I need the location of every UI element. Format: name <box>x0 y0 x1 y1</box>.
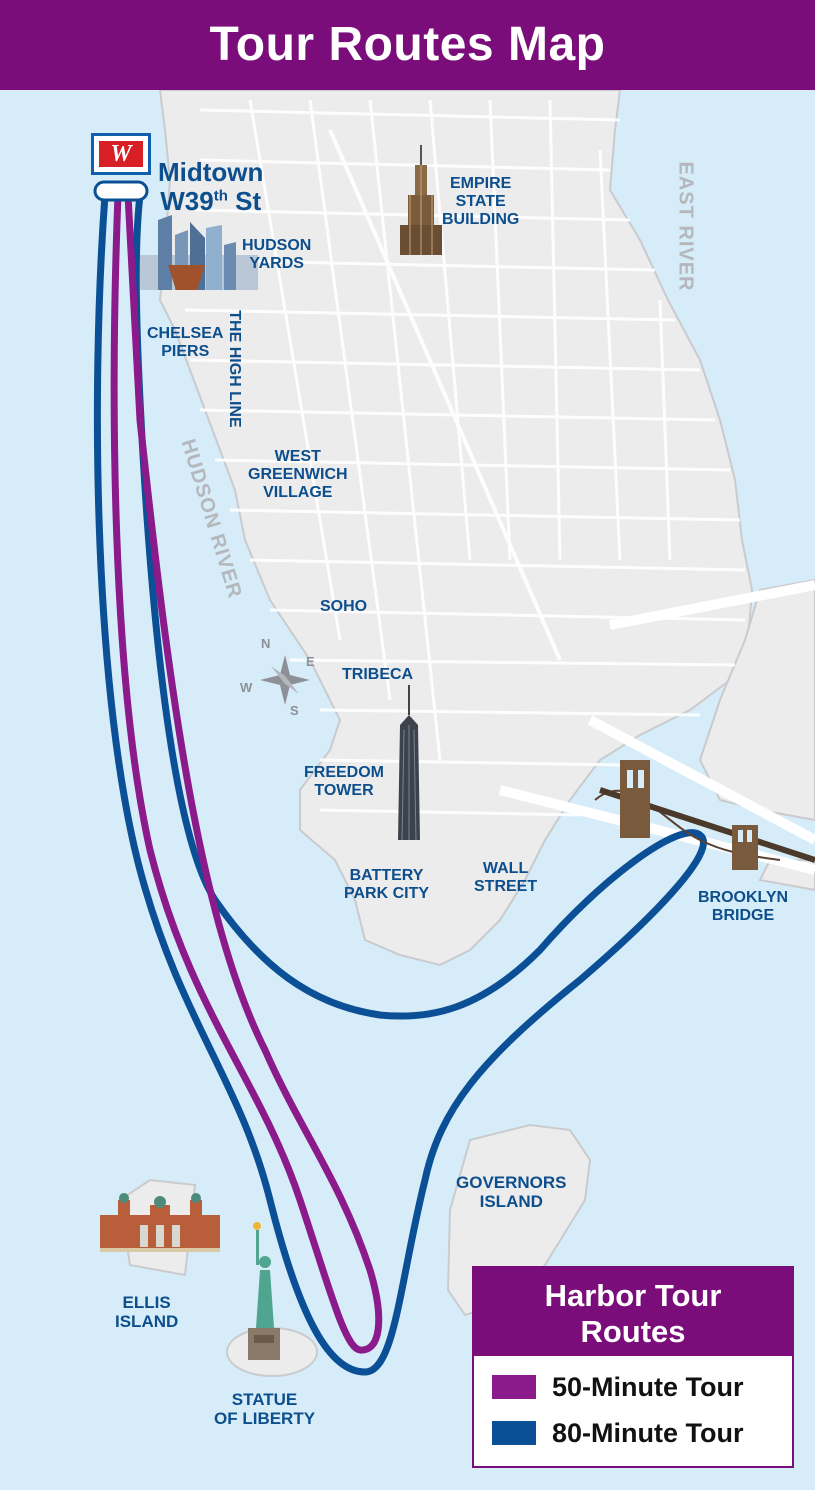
pier-logo-icon: W <box>91 133 151 175</box>
page-title: Tour Routes Map <box>209 18 606 71</box>
brooklyn-shore <box>698 578 815 822</box>
ellis-island-icon <box>100 1193 220 1252</box>
legend-label-80: 80-Minute Tour <box>552 1418 744 1448</box>
empire-state-icon <box>400 145 442 255</box>
hudson-yards-icon <box>140 215 258 290</box>
freedom-tower-icon <box>398 685 420 841</box>
compass-s: S <box>290 703 299 718</box>
harbor-map <box>0 90 815 1490</box>
compass-n: N <box>261 636 271 651</box>
swatch-80-minute <box>492 1421 536 1445</box>
manhattan-bridge-road <box>587 715 815 845</box>
east-river-label: EAST RIVER <box>674 161 697 292</box>
williamsburg-bridge <box>609 580 815 630</box>
tribeca-label: TRIBECA <box>342 666 414 683</box>
title-bar: Tour Routes Map <box>0 0 815 90</box>
midtown-label: Midtown W39th St <box>158 157 264 217</box>
route-80-minute <box>93 191 707 1376</box>
manhattan-island <box>158 90 754 967</box>
pier-capsule <box>93 180 149 202</box>
soho-label: SOHO <box>320 598 368 615</box>
compass-w: W <box>240 680 253 695</box>
brooklyn-bridge-icon <box>594 760 815 870</box>
swatch-50-minute <box>492 1375 536 1399</box>
route-50-minute <box>110 191 383 1354</box>
statue-of-liberty-icon <box>248 1222 280 1360</box>
compass-e: E <box>306 654 315 669</box>
compass-icon <box>260 655 310 705</box>
high-line-label: THE HIGH LINE <box>225 310 243 428</box>
legend-label-50: 50-Minute Tour <box>552 1372 744 1402</box>
